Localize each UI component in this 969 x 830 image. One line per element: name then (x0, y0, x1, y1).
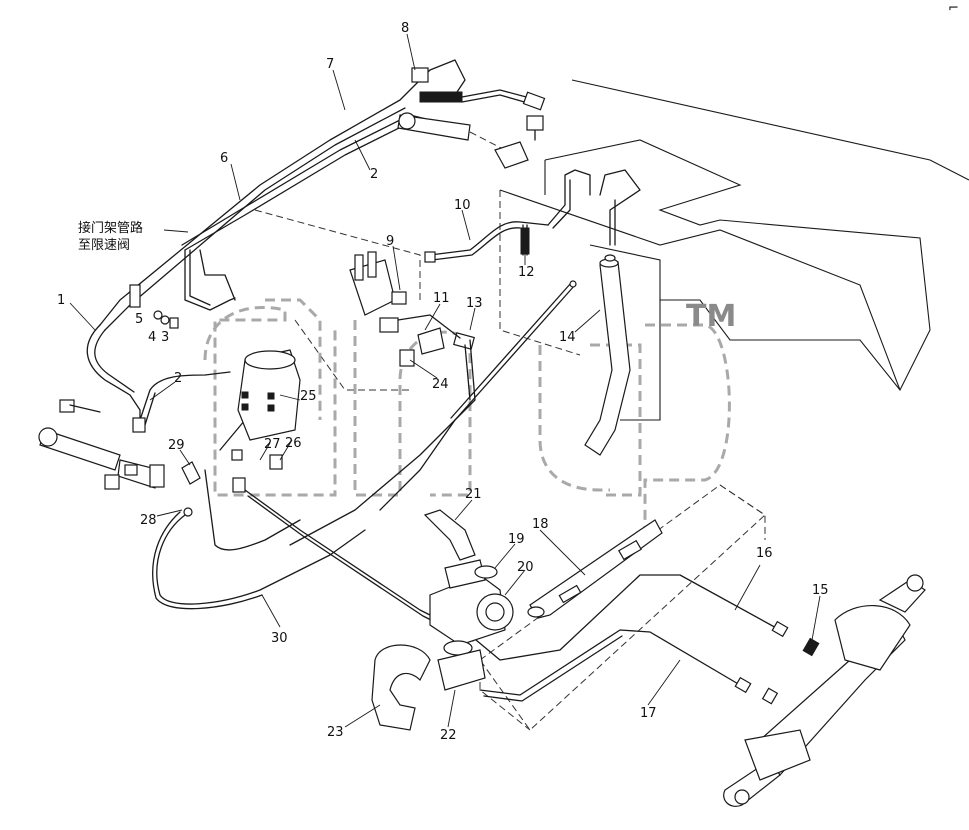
callout-2-upper: 2 (370, 167, 378, 182)
callout-17: 17 (640, 706, 657, 721)
pipe-21 (423, 509, 476, 561)
callout-27: 27 (264, 437, 281, 452)
callout-8: 8 (401, 21, 409, 36)
callout-9: 9 (386, 234, 394, 249)
callout-28: 28 (140, 513, 157, 528)
valve-25 (237, 349, 301, 441)
callout-10: 10 (454, 198, 471, 213)
top-cylinder (397, 67, 546, 169)
diagonal-pipes (289, 280, 577, 546)
corner-mark: ⌐ (948, 1, 959, 16)
callout-5: 5 (135, 312, 143, 327)
callout-23: 23 (327, 725, 344, 740)
callout-6: 6 (220, 151, 228, 166)
callout-3: 3 (161, 330, 169, 345)
callout-1: 1 (57, 293, 65, 308)
cylinder-rod-end (494, 141, 529, 169)
pipe-10-12 (424, 169, 641, 263)
valve-frame-dashed (254, 190, 581, 391)
valve-bar (529, 519, 663, 619)
hose-sleeve (419, 91, 463, 103)
watermark-tm: TM (686, 299, 736, 334)
hose-14 (584, 254, 631, 456)
callout-18: 18 (532, 517, 549, 532)
leader-lines (69, 33, 821, 728)
hose-23 (371, 644, 431, 731)
callout-26: 26 (285, 436, 302, 451)
callout-30: 30 (271, 631, 288, 646)
fitting (522, 91, 546, 111)
fitting (411, 67, 429, 83)
callout-15: 15 (812, 583, 829, 598)
pump-group (371, 509, 514, 731)
fitting (132, 417, 146, 433)
callout-19: 19 (508, 532, 525, 547)
callout-22: 22 (440, 728, 457, 743)
chassis-frame (499, 79, 969, 421)
control-valve (349, 251, 475, 367)
callout-numbers: 1 2 2 3 4 5 6 7 8 9 10 11 12 13 14 15 16… (57, 21, 829, 743)
callout-2-lower: 2 (174, 371, 182, 386)
callout-20: 20 (517, 560, 534, 575)
callout-11: 11 (433, 291, 450, 306)
valve-18 (527, 519, 663, 619)
left-cylinder (38, 399, 165, 490)
right-cylinder (723, 574, 926, 807)
small-fittings-3-4-5 (129, 284, 179, 329)
cylinder-body (397, 114, 471, 141)
callout-25: 25 (300, 389, 317, 404)
upper-pipes (86, 59, 466, 426)
callout-4: 4 (148, 330, 156, 345)
note-line-2: 至限速阀 (78, 238, 130, 253)
cylinder-eye (398, 112, 416, 130)
note-line-1: 接门架管路 (78, 220, 143, 236)
callout-14: 14 (559, 330, 576, 345)
fitting (104, 474, 120, 490)
callout-21: 21 (465, 487, 482, 502)
suction-hose (584, 261, 631, 456)
callout-12: 12 (518, 265, 535, 280)
callout-24: 24 (432, 377, 449, 392)
callout-16: 16 (756, 546, 773, 561)
callout-7: 7 (326, 57, 334, 72)
callout-29: 29 (168, 438, 185, 453)
fitting (526, 115, 544, 131)
callout-13: 13 (466, 296, 483, 311)
